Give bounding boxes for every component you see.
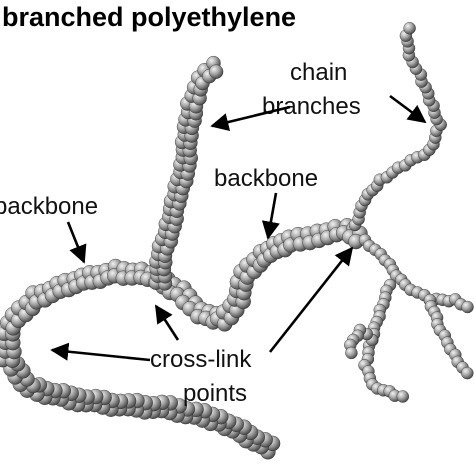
chain-lower-right-c (344, 323, 379, 360)
chain-lower-right-b (423, 293, 474, 380)
bead-chains (0, 22, 474, 460)
bead (208, 64, 224, 79)
arrow-backbone-left (66, 221, 87, 264)
bead (403, 22, 416, 35)
arrow-chain-to-right-branch (389, 94, 427, 124)
chain-lower-right-a (358, 278, 409, 403)
arrow-backbone-right (261, 192, 280, 240)
bead (396, 390, 409, 403)
bead (345, 346, 358, 360)
diagram-title: branched polyethylene (2, 2, 296, 32)
chain-upper-right (348, 22, 447, 232)
chain-right-backbone (358, 233, 474, 314)
label-backbone-right: backbone (214, 165, 318, 192)
arrow-crosslink-left (50, 342, 151, 362)
arrow-crosslink-right (268, 246, 354, 353)
chain-left-loop (0, 218, 368, 460)
bead (461, 300, 474, 314)
label-cross-link: cross-link (150, 346, 252, 373)
label-backbone-left: backbone (0, 193, 98, 220)
arrow-crosslink-middle (154, 304, 180, 341)
label-branches: branches (262, 93, 361, 120)
label-chain: chain (290, 59, 347, 86)
label-points: points (183, 380, 247, 407)
bead (461, 366, 474, 380)
arrow-chain-to-left-branch (210, 105, 291, 131)
chain-left-branch (148, 55, 224, 291)
